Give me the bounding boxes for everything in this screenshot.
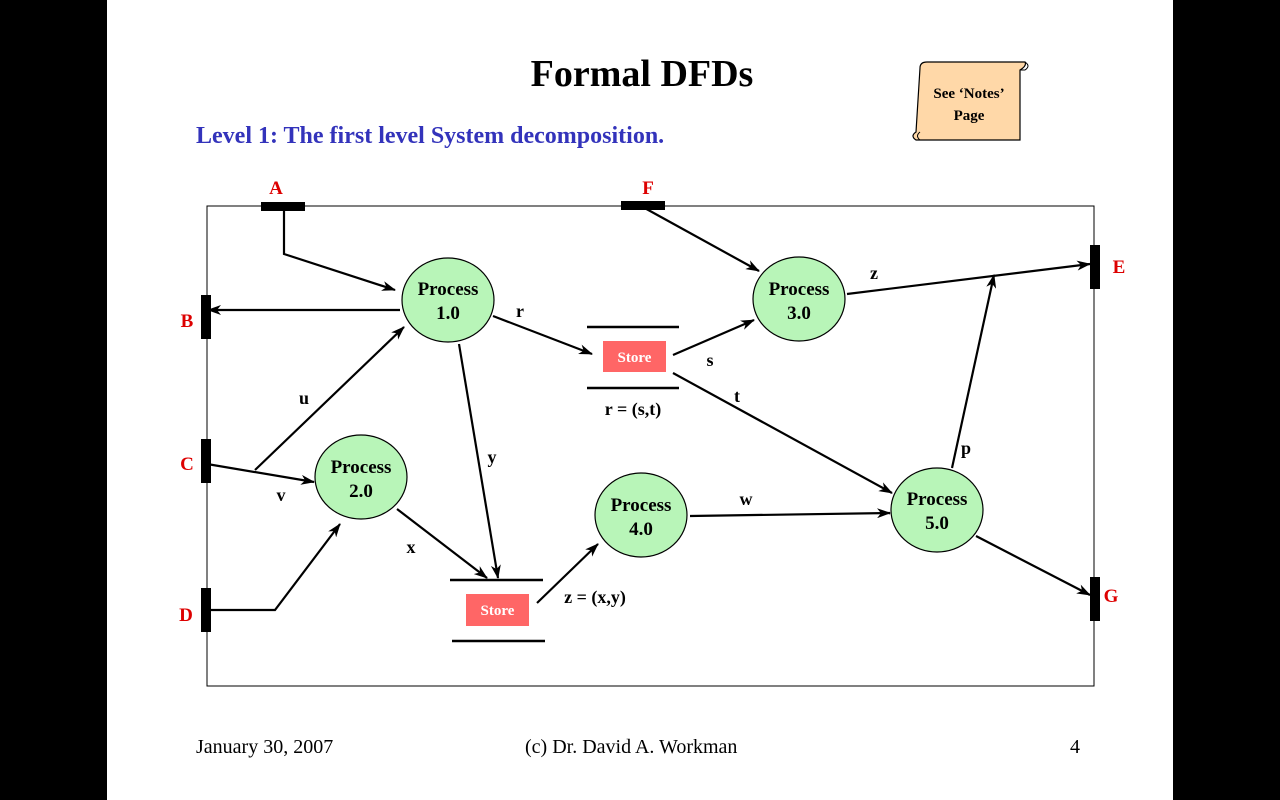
- process-5-name: Process: [907, 489, 968, 510]
- terminator-b-bar: [201, 295, 211, 339]
- terminator-c-label: C: [180, 454, 194, 475]
- process-1-number: 1.0: [436, 303, 460, 324]
- flow-label-s: s: [706, 350, 713, 370]
- process-1-circle: [401, 257, 495, 343]
- process-2-number: 2.0: [349, 481, 373, 502]
- flow-t: [672, 372, 893, 494]
- terminator-d-bar: [201, 588, 211, 632]
- flow-s: [672, 318, 755, 357]
- terminator-e-label: E: [1113, 257, 1126, 278]
- slide-subtitle: Level 1: The first level System decompos…: [196, 123, 665, 149]
- notes-line1: See ‘Notes’: [933, 86, 1004, 102]
- flow-y: [457, 343, 501, 579]
- store-1-label: Store: [618, 350, 652, 366]
- store-1-caption: r = (s,t): [605, 399, 661, 420]
- flow-d-p2: [207, 523, 341, 612]
- store-1: Store r = (s,t): [587, 325, 679, 420]
- terminator-g-bar: [1090, 577, 1100, 621]
- flow-label-w: w: [740, 489, 753, 509]
- flow-r: [492, 314, 593, 356]
- store-1-box: [603, 341, 666, 372]
- terminator-c-bar: [201, 439, 211, 483]
- terminator-f-label: F: [642, 178, 654, 199]
- process-2-circle: [314, 434, 408, 520]
- flow-x: [396, 508, 488, 579]
- flow-label-r: r: [516, 301, 524, 321]
- process-2-name: Process: [331, 457, 392, 478]
- process-5-circle: [890, 467, 984, 553]
- notes-line2: Page: [954, 108, 985, 124]
- notes-scroll-icon: See ‘Notes’ Page: [912, 61, 1029, 141]
- process-4-number: 4.0: [629, 519, 653, 540]
- process-4-circle: [594, 472, 688, 558]
- process-5-number: 5.0: [925, 513, 949, 534]
- flow-w: [689, 508, 891, 519]
- store-2-box: [466, 594, 529, 626]
- dfd-diagram: See ‘Notes’ Page: [179, 61, 1126, 687]
- flow-label-u: u: [299, 388, 309, 408]
- terminator-a-bar: [261, 202, 305, 211]
- terminator-f-bar: [621, 201, 665, 210]
- flow-label-p: p: [961, 438, 971, 458]
- flow-a-p1: [282, 209, 396, 292]
- flow-p5-g: [975, 535, 1091, 596]
- flow-u: [254, 326, 405, 471]
- process-1-name: Process: [418, 279, 479, 300]
- flow-p: [950, 274, 997, 469]
- process-3-number: 3.0: [787, 303, 811, 324]
- flow-v: [206, 462, 315, 485]
- store-2: Store z = (x,y): [450, 578, 626, 643]
- slide-title: Formal DFDs: [530, 53, 754, 95]
- flow-f-p3: [640, 205, 760, 272]
- process-3-name: Process: [769, 279, 830, 300]
- terminator-a-label: A: [269, 178, 283, 199]
- flow-label-x: x: [407, 537, 416, 557]
- footer-page-number: 4: [1070, 736, 1080, 758]
- store-2-caption: z = (x,y): [564, 587, 626, 608]
- slide: Formal DFDs Level 1: The first level Sys…: [107, 0, 1173, 800]
- terminator-b-label: B: [181, 311, 194, 332]
- process-3-circle: [752, 256, 846, 342]
- flow-label-z: z: [870, 263, 878, 283]
- store-2-label: Store: [481, 603, 515, 619]
- footer-author: (c) Dr. David A. Workman: [525, 736, 738, 758]
- terminator-g-label: G: [1104, 586, 1119, 607]
- terminator-d-label: D: [179, 605, 193, 626]
- flow-label-v: v: [277, 485, 286, 505]
- terminator-e-bar: [1090, 245, 1100, 289]
- footer-date: January 30, 2007: [196, 736, 334, 758]
- flow-lines: [206, 205, 1091, 612]
- flow-s2-p4: [536, 543, 599, 604]
- process-4-name: Process: [611, 495, 672, 516]
- flow-label-t: t: [734, 386, 740, 406]
- flow-label-y: y: [488, 447, 497, 467]
- flow-z: [846, 260, 1091, 296]
- terminator-bars: [201, 201, 1100, 632]
